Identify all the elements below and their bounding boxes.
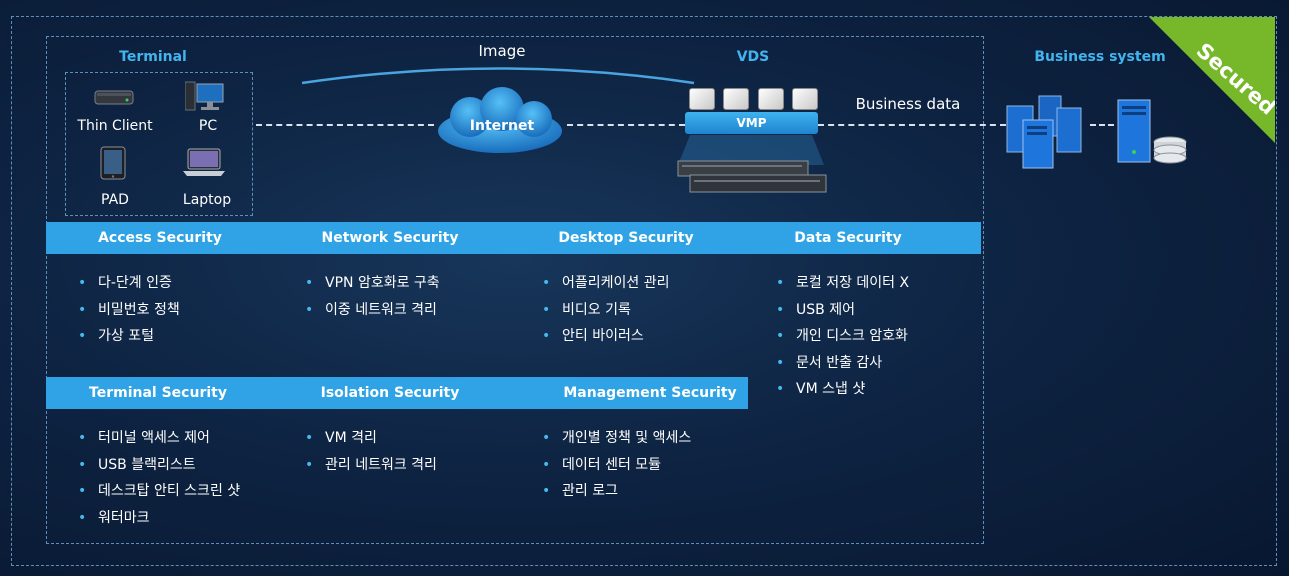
link-business-servers <box>1090 124 1114 126</box>
list-item: 가상 포털 <box>78 326 180 353</box>
laptop-icon <box>183 148 225 176</box>
pc-icon <box>185 81 224 111</box>
internet-label: Internet <box>469 118 535 134</box>
image-arc <box>301 67 695 85</box>
device-label-thin-client: Thin Client <box>77 118 153 134</box>
list-item: USB 제어 <box>776 300 909 327</box>
list-item: 터미널 액세스 제어 <box>78 428 240 455</box>
list-item: 비디오 기록 <box>542 300 670 327</box>
device-label-laptop: Laptop <box>182 192 232 208</box>
list-item: USB 블랙리스트 <box>78 455 240 482</box>
data-security-list: 로컬 저장 데이터 X USB 제어 개인 디스크 암호화 문서 반출 감사 V… <box>776 273 909 406</box>
business-data-label: Business data <box>855 95 961 113</box>
image-label: Image <box>478 42 526 60</box>
database-server-icon <box>1117 99 1187 164</box>
list-item: 워터마크 <box>78 508 240 535</box>
terminal-security-title: Terminal Security <box>89 385 227 401</box>
terminal-device-group <box>65 72 253 216</box>
access-security-list: 다-단계 인증 비밀번호 정책 가상 포털 <box>78 273 180 353</box>
thin-client-icon <box>94 90 134 105</box>
desktop-security-title: Desktop Security <box>558 230 694 246</box>
list-item: 관리 로그 <box>542 481 691 508</box>
device-label-pad: PAD <box>101 192 129 208</box>
security-scope-frame <box>46 36 984 544</box>
business-system-title: Business system <box>1034 49 1166 65</box>
terminal-security-list: 터미널 액세스 제어 USB 블랙리스트 데스크탑 안티 스크린 샷 워터마크 <box>78 428 240 534</box>
security-bar-row-2 <box>46 377 748 409</box>
vm-window-icon <box>792 88 818 110</box>
data-security-title: Data Security <box>794 230 902 246</box>
link-vmp-business <box>818 124 1006 126</box>
tablet-icon <box>100 146 126 180</box>
list-item: VM 격리 <box>305 428 437 455</box>
access-security-title: Access Security <box>98 230 222 246</box>
vm-window-icon <box>689 88 715 110</box>
list-item: 비밀번호 정책 <box>78 300 180 327</box>
list-item: 데이터 센터 모듈 <box>542 455 691 482</box>
vm-window-icon <box>758 88 784 110</box>
desktop-security-list: 어플리케이션 관리 비디오 기록 안티 바이러스 <box>542 273 670 353</box>
list-item: 어플리케이션 관리 <box>542 273 670 300</box>
link-terminal-internet <box>256 124 434 126</box>
internet-cloud-icon <box>438 87 562 153</box>
outer-frame <box>11 16 1277 566</box>
list-item: 개인별 정책 및 액세스 <box>542 428 691 455</box>
link-internet-vmp <box>567 124 685 126</box>
list-item: 다-단계 인증 <box>78 273 180 300</box>
list-item: VPN 암호화로 구축 <box>305 273 440 300</box>
vds-title: VDS <box>736 49 770 65</box>
secured-ribbon <box>1149 17 1275 143</box>
isolation-security-list: VM 격리 관리 네트워크 격리 <box>305 428 437 481</box>
list-item: 문서 반출 감사 <box>776 353 909 380</box>
list-item: 안티 바이러스 <box>542 326 670 353</box>
network-security-title: Network Security <box>321 230 459 246</box>
device-label-pc: PC <box>198 118 218 134</box>
list-item: 이중 네트워크 격리 <box>305 300 440 327</box>
list-item: 개인 디스크 암호화 <box>776 326 909 353</box>
server-rack-icon <box>677 135 827 193</box>
list-item: 데스크탑 안티 스크린 샷 <box>78 481 240 508</box>
vmp-bar: VMP <box>685 112 818 134</box>
isolation-security-title: Isolation Security <box>320 385 460 401</box>
network-security-list: VPN 암호화로 구축 이중 네트워크 격리 <box>305 273 440 326</box>
secured-badge: Secured <box>1129 17 1275 143</box>
server-cluster-icon <box>1006 95 1082 169</box>
list-item: VM 스냅 샷 <box>776 379 909 406</box>
list-item: 로컬 저장 데이터 X <box>776 273 909 300</box>
list-item: 관리 네트워크 격리 <box>305 455 437 482</box>
management-security-title: Management Security <box>563 385 737 401</box>
vm-window-icon <box>723 88 749 110</box>
management-security-list: 개인별 정책 및 액세스 데이터 센터 모듈 관리 로그 <box>542 428 691 508</box>
terminal-title: Terminal <box>119 49 187 65</box>
security-bar-row-1 <box>46 222 981 254</box>
